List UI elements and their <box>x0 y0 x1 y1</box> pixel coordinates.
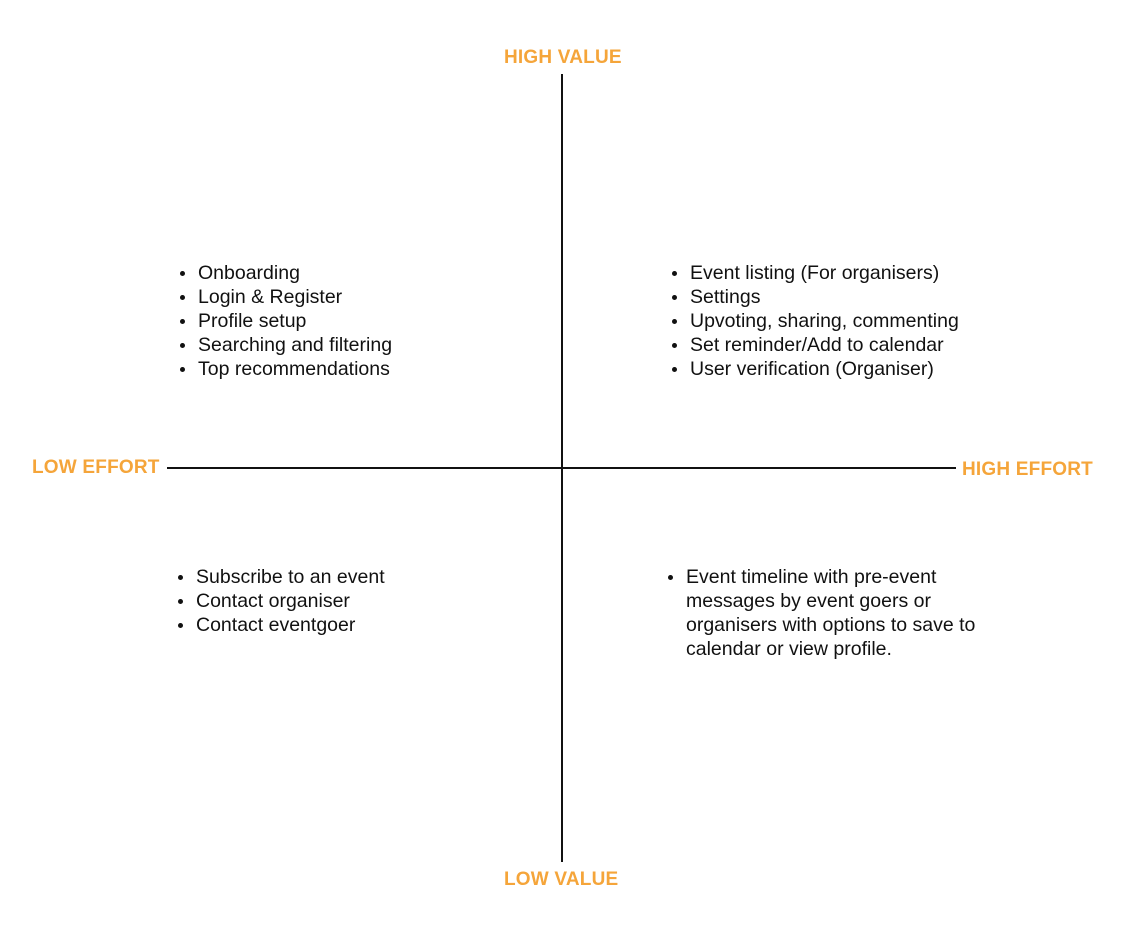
list-item: Login & Register <box>179 285 392 309</box>
list-item: Settings <box>672 285 959 309</box>
high-value-axis-label: HIGH VALUE <box>504 47 622 68</box>
list-item: Contact organiser <box>178 589 385 613</box>
list-item: Top recommendations <box>179 357 392 381</box>
list-item: User verification (Organiser) <box>672 357 959 381</box>
list-item: Contact eventgoer <box>178 613 385 637</box>
quadrant-high-value-low-effort: Onboarding Login & Register Profile setu… <box>179 261 393 381</box>
list-item: Set reminder/Add to calendar <box>672 333 959 357</box>
list-item: Event listing (For organisers) <box>672 261 959 285</box>
list-item: Onboarding <box>179 261 392 285</box>
list-item: Profile setup <box>179 309 392 333</box>
quadrant-low-value-low-effort: Subscribe to an event Contact organiser … <box>178 565 385 637</box>
quadrant-high-value-high-effort: Event listing (For organisers) Settings … <box>672 261 959 381</box>
low-effort-axis-label: LOW EFFORT <box>32 457 160 478</box>
list-item: Event timeline with pre-event messages b… <box>668 565 1026 661</box>
low-value-axis-label: LOW VALUE <box>504 869 619 890</box>
list-item: Subscribe to an event <box>178 566 385 588</box>
list-item: Upvoting, sharing, commenting <box>672 310 959 332</box>
list-item: Searching and filtering <box>179 334 393 356</box>
effort-axis-line <box>167 467 956 469</box>
high-effort-axis-label: HIGH EFFORT <box>962 459 1093 480</box>
quadrant-low-value-high-effort: Event timeline with pre-event messages b… <box>668 565 1026 661</box>
